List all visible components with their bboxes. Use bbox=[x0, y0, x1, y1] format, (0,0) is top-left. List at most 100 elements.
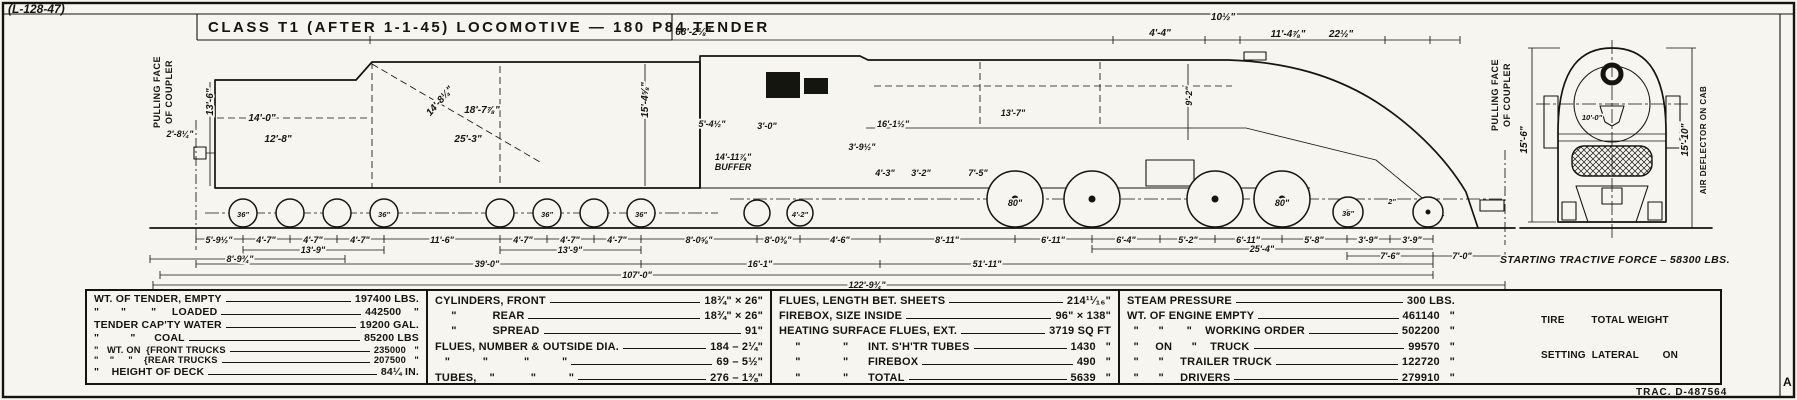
revision-letter: A bbox=[1783, 375, 1792, 389]
dim-label: 8'-0⅜" bbox=[765, 235, 793, 245]
tire-header-line1: TIRE TOTAL WEIGHT bbox=[1541, 315, 1669, 326]
dim-label: 4'-7" bbox=[349, 235, 370, 245]
dim-label: 3'-2" bbox=[911, 168, 931, 178]
dim-label: 8'-9¾" bbox=[227, 254, 255, 264]
engine-front-view bbox=[1536, 40, 1688, 240]
dim-label: 22½" bbox=[1328, 29, 1353, 40]
trailing-truck-wheels bbox=[743, 199, 814, 227]
dim-label: 16'-1" bbox=[748, 259, 773, 269]
dim-label: 4'-3" bbox=[874, 168, 895, 178]
spec-row: HEATING SURFACE FLUES, EXT.3719 SQ FT bbox=[779, 325, 1111, 338]
dim-label: 3'-9½" bbox=[849, 142, 877, 152]
tire-table-header: TIRE TOTAL WEIGHT SETTING LATERAL ON bbox=[1469, 292, 1713, 383]
dim-label: 3'-9" bbox=[1358, 235, 1378, 245]
dim-label: 36" bbox=[541, 210, 553, 219]
dim-label: 4'-7" bbox=[606, 235, 627, 245]
dim-label: 36" bbox=[378, 210, 390, 219]
dim-label: 36" bbox=[635, 210, 647, 219]
air-deflector-label: AIR DEFLECTOR ON CAB bbox=[1699, 86, 1708, 195]
buffer-label: BUFFER bbox=[715, 162, 752, 172]
dim-label: 13'-9" bbox=[558, 245, 583, 255]
engine-side-view bbox=[699, 51, 1506, 245]
dim-label: 25'-4" bbox=[1249, 244, 1275, 254]
cab-window bbox=[766, 72, 800, 98]
spec-row: TUBES, " " "276 – 1⅜" bbox=[435, 371, 763, 383]
dim-label: 11'-4⅞" bbox=[1271, 29, 1306, 40]
dim-label: 6'-4" bbox=[1116, 235, 1136, 245]
front-side-step bbox=[1665, 95, 1681, 149]
dim-label: 3'-0" bbox=[757, 121, 777, 131]
dim-label: 14'-0" bbox=[248, 113, 275, 124]
front-pilot bbox=[1575, 185, 1649, 223]
dim-label: 4'-2" bbox=[791, 210, 809, 219]
dim-label: 5'-9½" bbox=[206, 235, 234, 245]
spec-row: " " " "69 – 5½" bbox=[435, 356, 763, 369]
dimension-lines bbox=[149, 36, 1696, 289]
dim-label: 8'-0⅝" bbox=[686, 235, 714, 245]
dim-label: 36" bbox=[237, 210, 249, 219]
pulling-face-label-left: PULLING FACE bbox=[152, 56, 162, 128]
dim-label: 2" bbox=[1387, 197, 1396, 206]
dim-label: 4'-6" bbox=[829, 235, 850, 245]
dim-label: 36" bbox=[1342, 209, 1354, 218]
dim-label: 10'-0" bbox=[1582, 113, 1603, 122]
tractive-force-note: STARTING TRACTIVE FORCE – 58300 LBS. bbox=[1500, 254, 1730, 266]
dim-label: 13'-9" bbox=[301, 245, 326, 255]
dim-label: 7'-6" bbox=[1380, 251, 1400, 261]
dim-label: 2'-8¼" bbox=[166, 129, 195, 139]
dim-label: 80" bbox=[1008, 198, 1023, 208]
dim-label: 15'-4⅝" bbox=[640, 82, 651, 118]
pulling-face-label-right: PULLING FACE bbox=[1490, 59, 1500, 131]
dim-label: 4'-4" bbox=[1148, 28, 1171, 39]
dim-label: 15'-10" bbox=[1680, 123, 1691, 156]
tender-side-view bbox=[193, 61, 718, 250]
dim-label: 14'-11⅞" bbox=[715, 152, 752, 162]
dimension-labels: 68'-2⅛"4'-4"10½"11'-4⅞"22½"13'-6"2'-8¼"1… bbox=[164, 10, 1693, 292]
driver-wheels bbox=[986, 170, 1311, 228]
drawing-title: CLASS T1 (AFTER 1-1-45) LOCOMOTIVE — 180… bbox=[208, 19, 770, 36]
svg-text:OF COUPLER: OF COUPLER bbox=[164, 60, 174, 124]
dim-label: 68'-2⅛" bbox=[675, 27, 711, 38]
dim-label: 4'-7" bbox=[559, 235, 580, 245]
dim-label: 80" bbox=[1275, 198, 1290, 208]
dim-label: 6'-11" bbox=[1041, 235, 1065, 245]
cab-window bbox=[804, 78, 828, 94]
dim-label: 39'-0" bbox=[475, 259, 500, 269]
spec-row: FLUES, NUMBER & OUTSIDE DIA.184 – 2¼" bbox=[435, 340, 763, 353]
dim-label: 7'-0" bbox=[1452, 251, 1472, 261]
dim-label: 3'-9" bbox=[1402, 235, 1422, 245]
dim-label: 107'-0" bbox=[622, 270, 652, 280]
dim-label: 11'-6" bbox=[430, 235, 454, 245]
dim-label: 10½" bbox=[1211, 12, 1235, 23]
cylinder-box bbox=[1145, 159, 1195, 187]
svg-text:OF COUPLER: OF COUPLER bbox=[1502, 63, 1512, 127]
dim-label: 51'-11" bbox=[973, 259, 1002, 269]
drawing-number: TRAC. D-487564 bbox=[1636, 387, 1727, 398]
engine-coupler bbox=[1479, 199, 1505, 212]
front-side-step bbox=[1543, 95, 1559, 149]
dim-label: 13'-7" bbox=[1001, 108, 1026, 118]
keystone-number-plate bbox=[1599, 105, 1625, 127]
dim-label: 5'-4½" bbox=[699, 119, 727, 129]
